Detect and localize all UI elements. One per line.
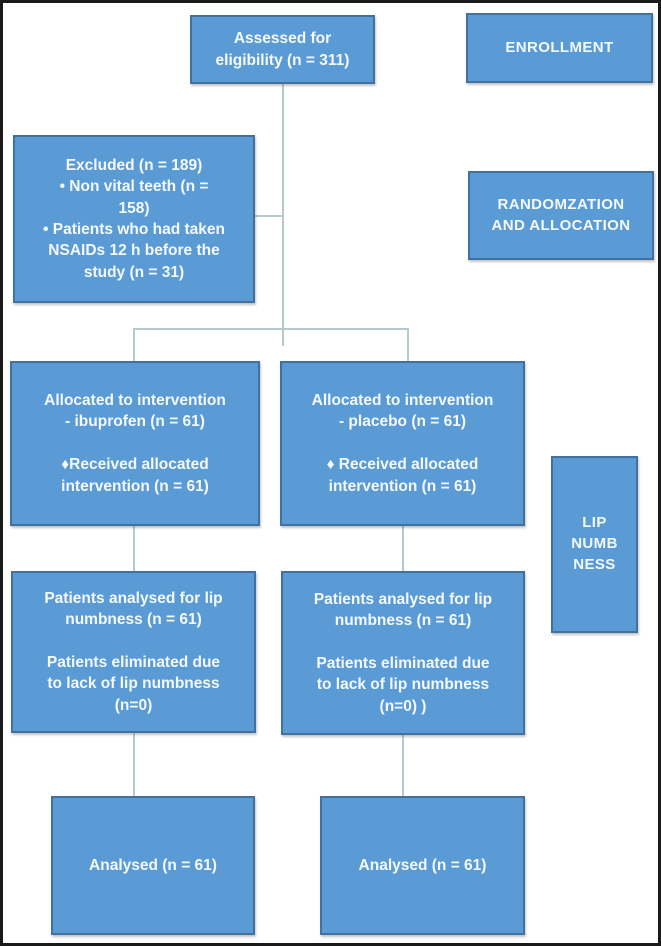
analysed-ibuprofen-text: Analysed (n = 61) (89, 856, 217, 874)
connector-center-stub (282, 328, 284, 346)
box-analysed-placebo: Analysed (n = 61) (320, 796, 525, 935)
enrollment-label: ENROLLMENT (505, 38, 614, 56)
connector-branch-to-ibuprofen (133, 328, 135, 362)
analysed-lip-numbness-ibuprofen-text: Patients analysed for lip numbness (n = … (44, 589, 223, 714)
box-analysed-lip-numbness-ibuprofen: Patients analysed for lip numbness (n = … (11, 571, 256, 733)
box-analysed-ibuprofen: Analysed (n = 61) (51, 796, 255, 935)
randomization-label: RANDOMZATION AND ALLOCATION (491, 195, 631, 234)
connector-allocation-branch (133, 328, 409, 330)
box-allocated-ibuprofen: Allocated to intervention - ibuprofen (n… (10, 361, 260, 526)
box-excluded: Excluded (n = 189) • Non vital teeth (n … (13, 135, 255, 303)
box-stage-enrollment: ENROLLMENT (466, 13, 653, 83)
connector-lipnumbness-to-analysed-placebo (402, 735, 404, 797)
allocated-placebo-text: Allocated to intervention - placebo (n =… (311, 392, 494, 495)
box-stage-randomization-allocation: RANDOMZATION AND ALLOCATION (468, 171, 654, 260)
box-stage-lip-numbness: LIP NUMB NESS (551, 456, 638, 633)
connector-assessed-to-branch (282, 84, 284, 330)
connector-branch-to-placebo (407, 328, 409, 362)
excluded-text: Excluded (n = 189) • Non vital teeth (n … (43, 156, 225, 281)
analysed-placebo-text: Analysed (n = 61) (358, 856, 487, 874)
connector-ibuprofen-to-lipnumbness (133, 526, 135, 572)
connector-excluded-branch (255, 215, 284, 217)
box-assessed-eligibility: Assessed for eligibility (n = 311) (190, 15, 375, 84)
allocated-ibuprofen-text: Allocated to intervention - ibuprofen (n… (44, 392, 226, 495)
assessed-eligibility-text: Assessed for eligibility (n = 311) (215, 30, 350, 69)
connector-lipnumbness-to-analysed-ibuprofen (133, 733, 135, 797)
box-analysed-lip-numbness-placebo: Patients analysed for lip numbness (n = … (281, 571, 525, 735)
lip-numbness-label: LIP NUMB NESS (571, 514, 618, 573)
connector-placebo-to-lipnumbness (402, 526, 404, 572)
box-allocated-placebo: Allocated to intervention - placebo (n =… (280, 361, 525, 526)
analysed-lip-numbness-placebo-text: Patients analysed for lip numbness (n = … (313, 590, 493, 715)
